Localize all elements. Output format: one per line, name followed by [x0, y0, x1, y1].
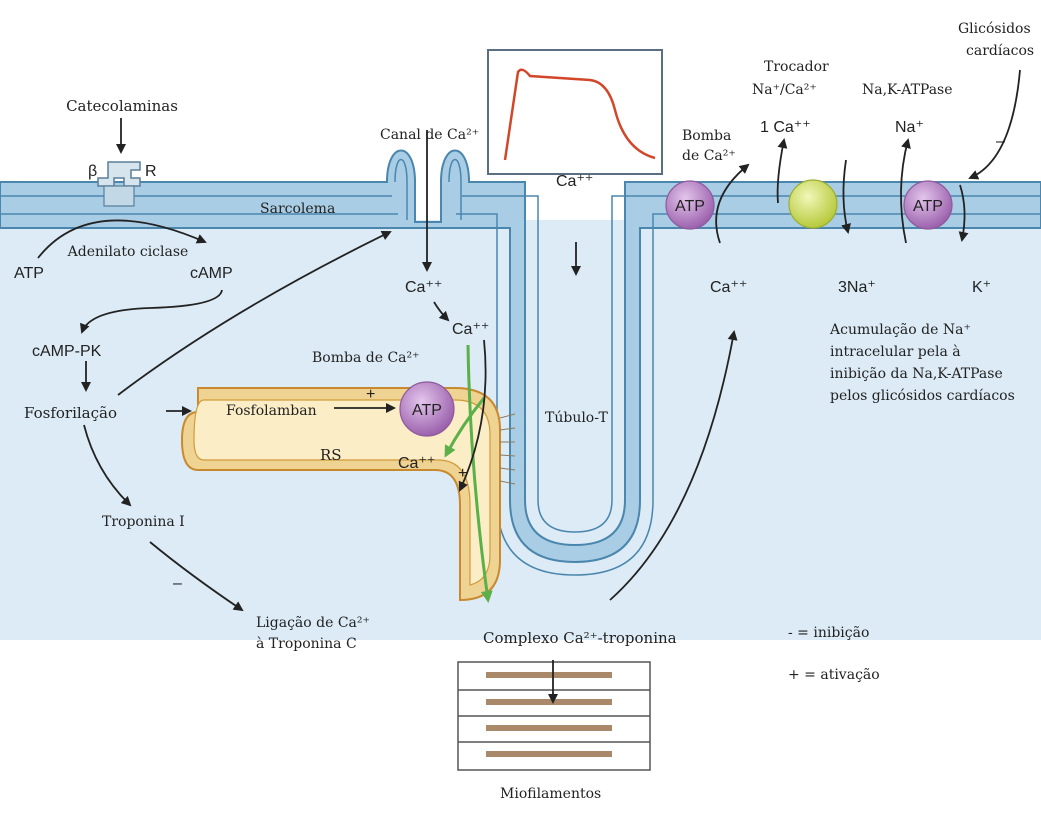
sarcolema-label: Sarcolema: [260, 201, 335, 217]
na-k-atpase-label: Na,K-ATPase: [862, 82, 953, 98]
three-na-label: 3Na⁺: [838, 279, 876, 296]
acumulacao-line-3: inibição da Na,K-ATPase: [830, 366, 1003, 382]
ligacao-label-1: Ligação de Ca²⁺: [256, 615, 370, 631]
ligacao-label-2: à Troponina C: [256, 635, 357, 652]
catecolaminas-label: Catecolaminas: [66, 97, 178, 115]
camp-pk-label: cAMP-PK: [32, 343, 102, 360]
inhibition-minus-1: –: [173, 575, 182, 592]
action-potential-box: [488, 50, 662, 174]
glicosidos-label-2: cardíacos: [966, 43, 1034, 59]
acumulacao-line-2: intracelular pela à: [830, 343, 961, 360]
na-plus-label: Na⁺: [895, 119, 924, 136]
bomba-mem-label-1: Bomba: [682, 128, 731, 144]
trocador-label-1: Trocador: [764, 59, 829, 75]
acumulacao-line-1: Acumulação de Na⁺: [829, 322, 971, 338]
complexo-label: Complexo Ca²⁺-troponina: [483, 629, 677, 647]
ca-ttubule-label: Ca⁺⁺: [556, 173, 593, 190]
k-plus-label: K⁺: [972, 279, 991, 296]
beta-label: β: [88, 163, 97, 180]
camp-label: cAMP: [190, 265, 233, 282]
activation-plus-1: +: [366, 386, 375, 403]
activation-plus-2: +: [458, 465, 467, 482]
inhibition-minus-2: –: [996, 133, 1005, 150]
receptor-label: R: [145, 163, 157, 180]
legend-inibicao: - = inibição: [788, 625, 869, 641]
trocador-label-2: Na⁺/Ca²⁺: [752, 82, 817, 98]
one-ca-label: 1 Ca⁺⁺: [760, 119, 811, 136]
legend-ativacao: + = ativação: [788, 667, 880, 683]
ca-released-label: Ca⁺⁺: [452, 321, 489, 338]
ca-out-label: Ca⁺⁺: [710, 279, 747, 296]
atp-label: ATP: [14, 265, 44, 282]
atp-sr-label: ATP: [412, 402, 442, 419]
adenilato-label: Adenilato ciclase: [67, 244, 189, 260]
troponina-i-label: Troponina I: [102, 514, 185, 530]
myofilaments: [458, 662, 650, 770]
tubulo-t-label: Túbulo-T: [545, 410, 608, 426]
ca-channel-label: Ca⁺⁺: [405, 279, 442, 296]
ca-sr-label: Ca⁺⁺: [398, 455, 435, 472]
bomba-mem-label-2: de Ca²⁺: [682, 148, 736, 164]
rs-label: RS: [320, 446, 342, 464]
acumulacao-line-4: pelos glicósidos cardíacos: [830, 388, 1015, 404]
fosfolamban-label: Fosfolamban: [226, 403, 317, 419]
bomba-sr-label: Bomba de Ca²⁺: [312, 350, 420, 366]
glicosidos-label-1: Glicósidos: [958, 21, 1031, 37]
canal-ca-label: Canal de Ca²⁺: [380, 127, 479, 143]
sodium-calcium-exchanger: [789, 180, 837, 228]
miofilamentos-label: Miofilamentos: [500, 786, 601, 802]
atp-pump-label: ATP: [675, 198, 705, 215]
atp-nak-label: ATP: [913, 198, 943, 215]
fosforilacao-label: Fosforilação: [24, 404, 117, 422]
